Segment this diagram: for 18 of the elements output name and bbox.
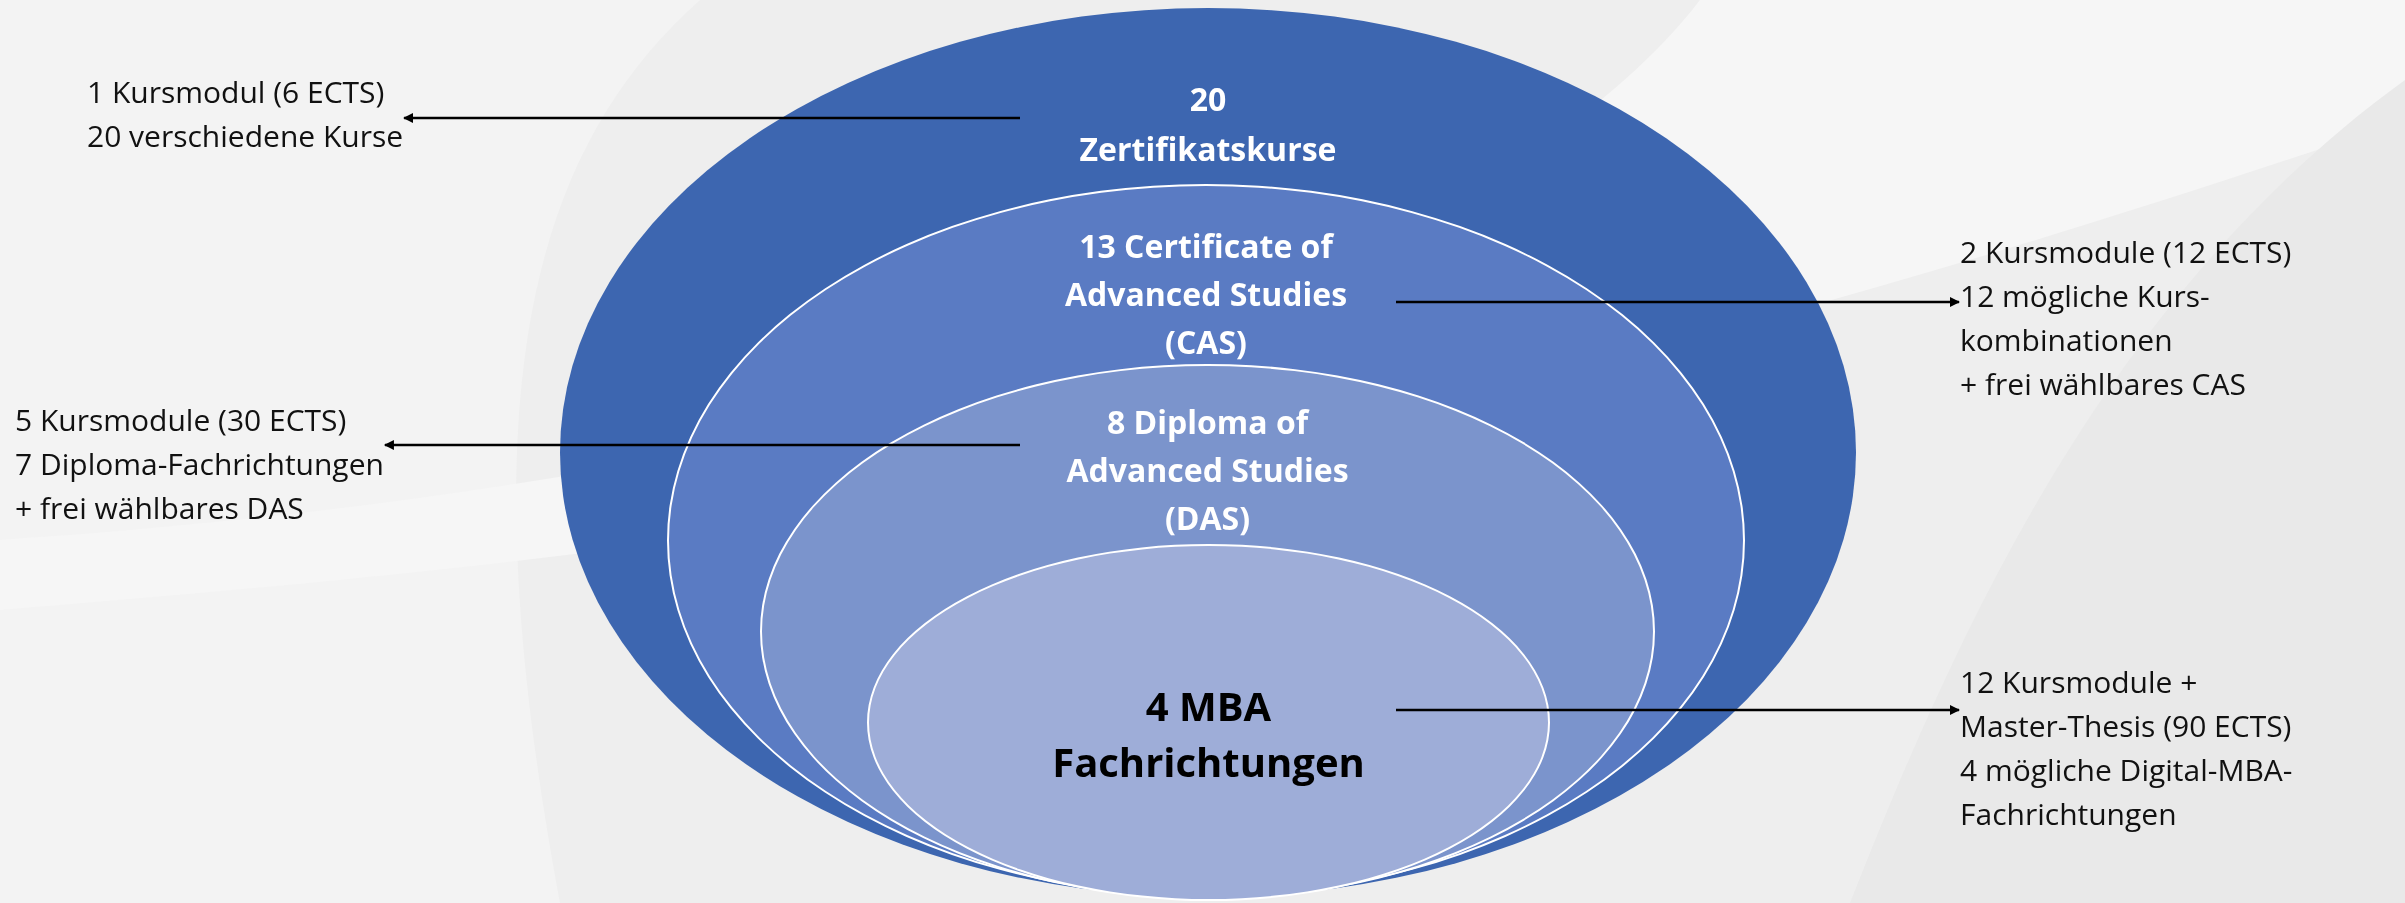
description-text: 1 Kursmodul (6 ECTS) <box>87 70 385 114</box>
ellipse-label: 8 Diploma of Advanced Studies (DAS) <box>1065 399 1350 541</box>
ellipse-label: 20 Zertifikatskurse <box>1078 76 1338 172</box>
arrow <box>383 440 1020 450</box>
arrow <box>403 113 1020 123</box>
description-text: 2 Kursmodule (12 ECTS) <box>1960 230 2292 274</box>
description-text: 4 mögliche Digital-MBA- Fachrichtungen <box>1960 748 2294 836</box>
ellipse-label: 4 MBA Fachrichtungen <box>1051 678 1366 790</box>
arrow <box>1396 705 1960 715</box>
description-text: 20 verschiedene Kurse <box>87 114 404 158</box>
description-text: 5 Kursmodule (30 ECTS) <box>15 398 347 442</box>
arrow <box>1396 297 1960 307</box>
description-text: 12 mögliche Kurs- kombinationen <box>1960 274 2211 362</box>
ellipse-label: 13 Certificate of Advanced Studies (CAS) <box>1063 223 1349 365</box>
description-text: + frei wählbares DAS <box>15 486 304 530</box>
description-text: 12 Kursmodule + Master-Thesis (90 ECTS) <box>1960 660 2293 748</box>
description-text: + frei wählbares CAS <box>1960 362 2246 406</box>
description-text: 7 Diploma-Fachrichtungen <box>15 442 384 486</box>
